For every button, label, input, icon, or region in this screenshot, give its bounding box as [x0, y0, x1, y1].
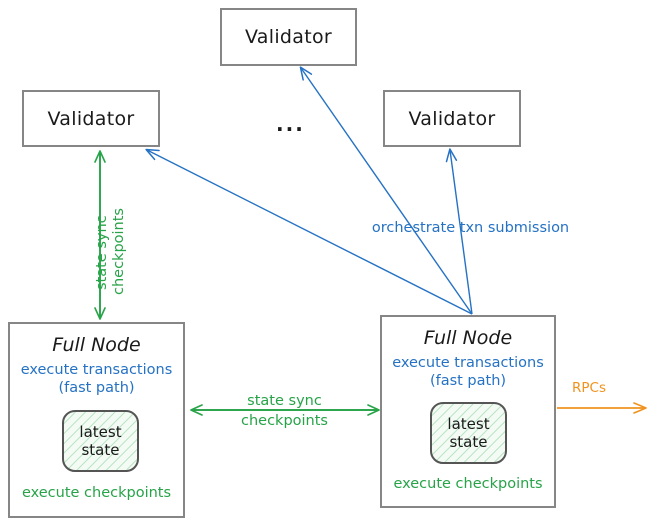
validator-right-label: Validator — [408, 107, 496, 130]
label-state-sync-horizontal-line1: state sync — [247, 393, 322, 409]
label-state-sync-vertical-line2: checkpoints — [111, 208, 127, 295]
validator-left-label: Validator — [47, 107, 135, 130]
fullnode-left-title: Full Node — [52, 334, 141, 356]
node-validator-right[interactable]: Validator — [383, 90, 521, 147]
node-validator-left[interactable]: Validator — [22, 90, 160, 147]
fullnode-right-blue-line1: execute transactions — [392, 355, 544, 371]
state-box-left-line1: latest — [79, 423, 122, 441]
node-fullnode-left[interactable]: Full Node execute transactions (fast pat… — [8, 322, 185, 518]
state-box-right: latest state — [430, 402, 507, 464]
label-state-sync-horizontal-line2: checkpoints — [241, 413, 328, 429]
validator-top-label: Validator — [244, 26, 332, 48]
label-rpcs: RPCs — [572, 380, 606, 396]
label-orchestrate-txn-submission: orchestrate txn submission — [371, 220, 570, 236]
state-box-left-line2: state — [81, 441, 120, 459]
state-box-right-line1: latest — [447, 415, 490, 433]
fullnode-left-blue-line1: execute transactions — [20, 362, 173, 378]
fullnode-left-blue-line2: (fast path) — [58, 380, 135, 397]
node-fullnode-right[interactable]: Full Node execute transactions (fast pat… — [380, 315, 556, 508]
fullnode-right-green-line: execute checkpoints — [393, 476, 543, 492]
fullnode-left-green-line: execute checkpoints — [21, 485, 172, 501]
label-state-sync-vertical-line1: state sync — [94, 215, 110, 290]
fullnode-right-blue-line2: (fast path) — [429, 373, 507, 390]
fullnode-right-title: Full Node — [423, 327, 513, 349]
state-box-left: latest state — [62, 410, 139, 472]
validators-ellipsis: ... — [276, 112, 305, 136]
state-box-right-line2: state — [449, 433, 488, 451]
node-validator-top[interactable]: Validator — [220, 8, 357, 66]
